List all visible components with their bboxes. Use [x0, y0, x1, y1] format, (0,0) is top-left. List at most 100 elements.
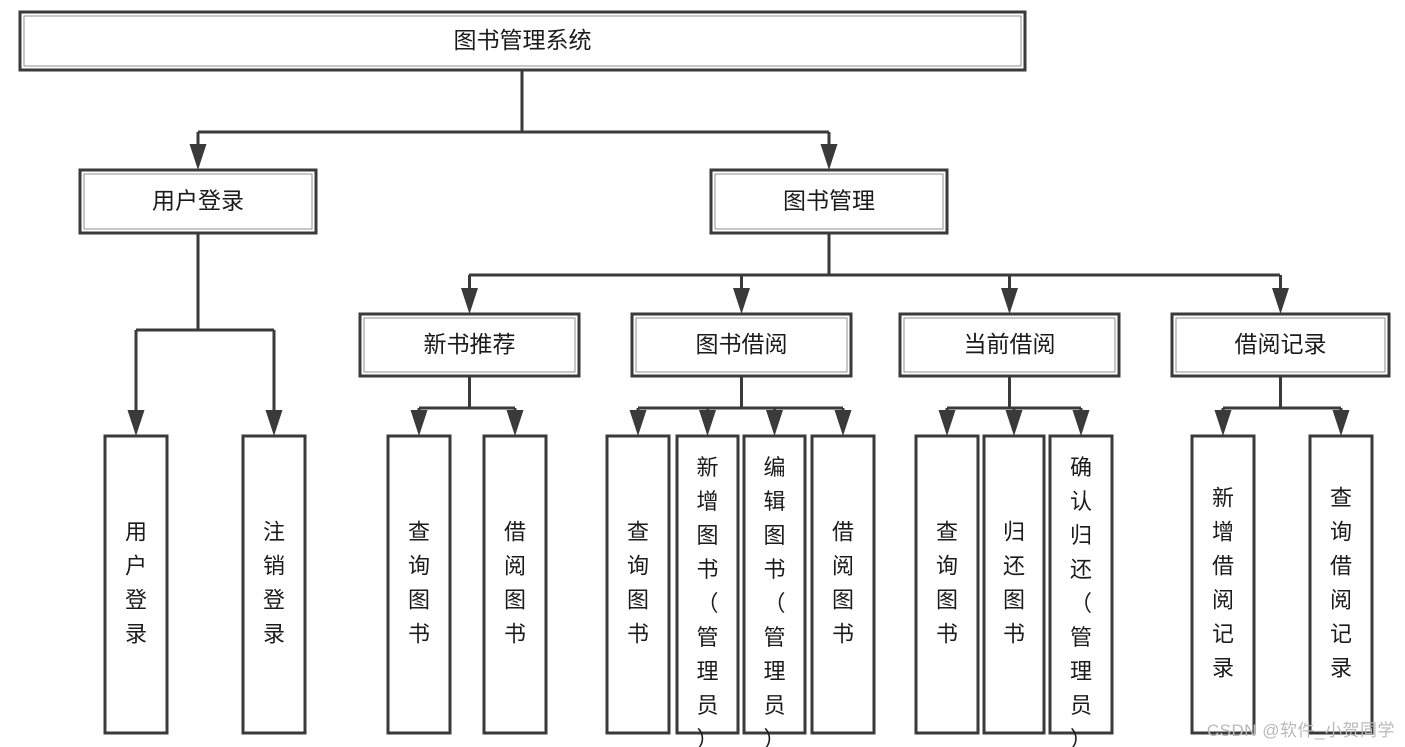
leaf-char: 新	[696, 455, 718, 480]
node-level3-0-inner-frame	[363, 317, 576, 373]
arrow-to-login-leaf-1-head	[265, 410, 283, 436]
leaf-char: 阅	[504, 553, 526, 578]
leaf-char: 书	[936, 621, 958, 646]
leaf-char: 员	[1070, 693, 1092, 718]
leaf-char: 管	[1070, 625, 1092, 650]
leaf-char: 员	[696, 693, 718, 718]
leaf-char: 图	[763, 523, 785, 548]
leaf-char: 理	[1070, 659, 1092, 684]
leaf-char: 借	[832, 519, 854, 544]
arrow-to-leaf-1-2-head	[766, 410, 783, 436]
leaf-char: 图	[832, 587, 854, 612]
leaf-char: 还	[1070, 557, 1092, 582]
arrow-to-leaf-3-0-head	[1214, 410, 1232, 436]
node-level3-0-label: 新书推荐	[424, 331, 516, 357]
leaf-char: 录	[1330, 655, 1352, 680]
leaf-char: 归	[1003, 519, 1025, 544]
leaf-char: 户	[125, 553, 147, 578]
leaf-char: 书	[696, 557, 718, 582]
arrow-to-leaf-0-1-head	[506, 410, 524, 436]
leaf-char: 销	[263, 553, 285, 578]
leaf-char: 图	[696, 523, 718, 548]
leaf-char: 询	[627, 553, 649, 578]
node-leaf-8-box	[914, 434, 980, 735]
node-leaf-11-box	[1190, 434, 1256, 735]
leaf-char: 增	[1212, 519, 1234, 544]
node-level3-1-inner-frame	[635, 317, 848, 373]
leaf-char: 认	[1070, 489, 1092, 514]
arrow-to-leaf-2-0-head	[938, 410, 956, 436]
node-leaf-2-box	[386, 434, 452, 735]
node-level3-2[interactable]: 当前借阅	[898, 312, 1121, 378]
leaf-char: 编	[763, 455, 785, 480]
node-level3-2-box	[898, 312, 1121, 378]
leaf-char: 查	[1330, 485, 1352, 510]
leaf-char: 登	[125, 587, 147, 612]
arrow-to-login-leaf-0-head	[127, 410, 145, 436]
leaf-char: 还	[1003, 553, 1025, 578]
node-level2-1-label: 图书管理	[783, 188, 875, 214]
node-level2-0-box	[78, 168, 318, 235]
node-level3-0[interactable]: 新书推荐	[358, 312, 581, 378]
node-level2-0-label: 用户登录	[152, 188, 244, 214]
node-level3-1-label: 图书借阅	[696, 331, 788, 357]
arrow-to-leaf-2-2-head	[1072, 410, 1090, 436]
node-leaf-7-box	[810, 434, 876, 735]
leaf-char: 记	[1212, 621, 1234, 646]
node-level3-1[interactable]: 图书借阅	[630, 312, 853, 378]
node-leaf-5-box	[675, 434, 740, 735]
leaf-char: 登	[263, 587, 285, 612]
leaf-char: 书	[763, 557, 785, 582]
node-leaf-0-label: 用户登录	[125, 519, 147, 646]
leaf-char: 辑	[763, 489, 785, 514]
arrow-to-level3-1-head	[733, 288, 750, 314]
node-layer: 图书管理系统用户登录图书管理新书推荐图书借阅当前借阅借阅记录用户登录注销登录查询…	[18, 10, 1391, 747]
node-root-box	[18, 10, 1027, 72]
leaf-char: 图	[408, 587, 430, 612]
leaf-char: 图	[627, 587, 649, 612]
node-leaf-10-box	[1048, 434, 1114, 735]
node-level3-2-label: 当前借阅	[964, 331, 1056, 357]
node-level2-1-box	[709, 168, 949, 235]
node-leaf-1-box	[241, 434, 307, 735]
node-root[interactable]: 图书管理系统	[18, 10, 1027, 72]
arrow-to-leaf-1-0-head	[629, 410, 647, 436]
node-leaf-3-box	[482, 434, 548, 735]
node-level3-3[interactable]: 借阅记录	[1170, 312, 1391, 378]
leaf-char: （	[1070, 591, 1092, 616]
node-leaf-0[interactable]: 用户登录	[103, 434, 169, 735]
leaf-char: 书	[408, 621, 430, 646]
leaf-char: 图	[1003, 587, 1025, 612]
node-level3-3-label: 借阅记录	[1235, 331, 1327, 357]
leaf-char: 记	[1330, 621, 1352, 646]
leaf-char: ）	[696, 727, 718, 747]
leaf-char: 借	[1212, 553, 1234, 578]
node-level2-1[interactable]: 图书管理	[709, 168, 949, 235]
leaf-char: 借	[504, 519, 526, 544]
arrow-to-level3-0-head	[461, 288, 478, 314]
node-level2-0[interactable]: 用户登录	[78, 168, 318, 235]
arrow-to-level2-0-head	[189, 144, 207, 170]
leaf-char: 增	[696, 489, 718, 514]
leaf-char: 归	[1070, 523, 1092, 548]
leaf-char: 阅	[832, 553, 854, 578]
